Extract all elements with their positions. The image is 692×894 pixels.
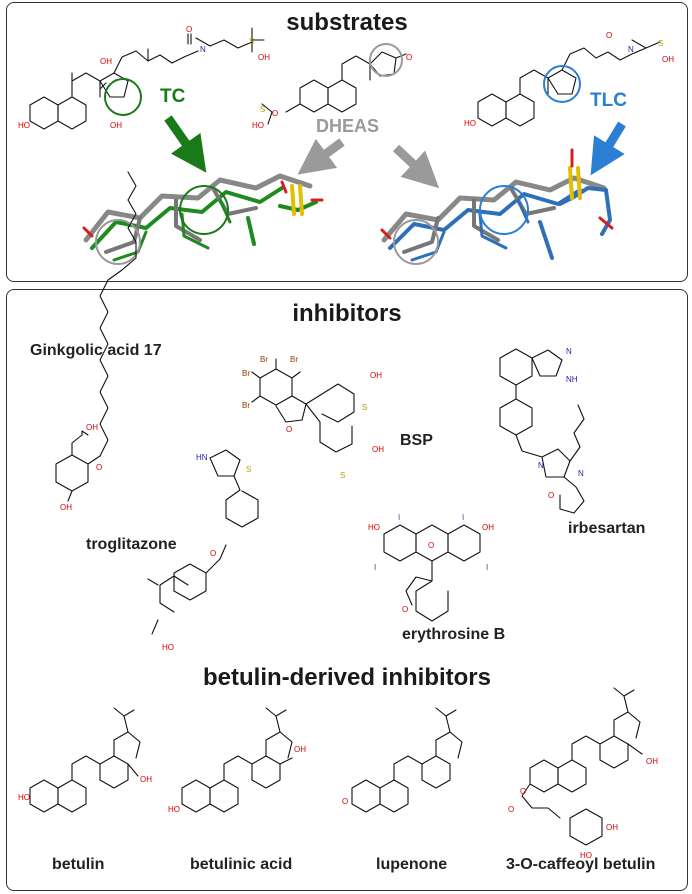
bsp-s-atom-2: S [340,471,345,480]
irbesartan-n-atom-3: N [578,469,584,478]
betulinic-acid-structure [181,707,293,813]
lupenone-label: lupenone [376,856,448,873]
erythrosine-i-atom-4: I [486,563,488,572]
tc-arrow [164,115,207,173]
erythrosine-oh-atom: OH [482,523,494,532]
dheas-ho-atom: HO [252,121,264,130]
tlc-ho-atom: HO [464,119,476,128]
dheas-s-atom: S [260,105,265,114]
tc-oh-atom-2: OH [110,121,122,130]
tc-o-atom: O [186,25,192,34]
erythrosine-i-atom-2: I [462,513,464,522]
bsp-br-atom-2: Br [290,355,298,364]
tc-oh-atom-3: OH [258,53,270,62]
ginkgolic-acid-label: Ginkgolic acid 17 [30,342,162,359]
bsp-label: BSP [400,432,433,449]
betulin-label: betulin [52,856,105,873]
erythrosine-o-atom-2: O [402,605,408,614]
dheas-o-atom-2: O [272,109,278,118]
irbesartan-o-atom: O [548,491,554,500]
troglitazone-hn-atom: HN [196,453,208,462]
substrates-panel: substrates [6,2,688,282]
caffeoyl-o-atom-2: O [508,805,514,814]
tlc-dheas-overlay [380,148,614,265]
tlc-oh-atom: OH [662,55,674,64]
bsp-structure [251,358,355,453]
tc-ho-atom: HO [18,121,30,130]
bsp-oh-atom-2: OH [372,445,384,454]
troglitazone-o-atom: O [210,549,216,558]
erythrosine-b-structure [383,524,481,622]
tlc-label: TLC [590,90,627,111]
tc-structure [29,27,265,130]
substrates-title: substrates [286,9,408,36]
tc-n-atom: N [200,45,206,54]
betulin-structure [29,707,141,813]
ginkgolic-oh-atom-2: OH [60,503,72,512]
dheas-o-atom: O [406,53,412,62]
caffeoyl-betulin-label: 3-O-caffeoyl betulin [506,856,656,873]
erythrosine-i-atom-1: I [398,513,400,522]
tlc-arrow [590,121,626,176]
irbesartan-nh-atom: NH [566,375,578,384]
ginkgolic-oh-atom: OH [86,423,98,432]
erythrosine-i-atom-3: I [374,563,376,572]
bsp-o-atom: O [286,425,292,434]
dheas-structure [261,43,407,125]
caffeoyl-ho-atom: HO [580,851,592,860]
betulinic-acid-ho-atom: HO [168,805,180,814]
lupenone-structure [351,707,463,813]
bsp-br-atom-3: Br [242,369,250,378]
erythrosine-o-atom: O [428,541,434,550]
betulinic-acid-label: betulinic acid [190,856,293,873]
caffeoyl-o-atom: O [520,787,526,796]
troglitazone-label: troglitazone [86,536,177,553]
troglitazone-ho-atom: HO [162,643,174,652]
erythrosine-ho-atom: HO [368,523,380,532]
irbesartan-n-atom-2: N [538,461,544,470]
dheas-label: DHEAS [316,116,380,136]
dheas-arrow-left [297,138,345,175]
tc-s-atom: S [249,37,254,46]
tlc-structure [477,39,661,127]
inhibitors-title: inhibitors [292,300,402,327]
caffeoyl-oh-atom-2: OH [646,757,658,766]
caffeoyl-betulin-structure [521,687,643,846]
tlc-s-atom: S [658,39,663,48]
ginkgolic-o-atom: O [96,463,102,472]
lupenone-o-atom: O [342,797,348,806]
tlc-n-atom: N [628,45,634,54]
bsp-br-atom-1: Br [260,355,268,364]
betulinic-acid-oh-atom: OH [294,745,306,754]
troglitazone-s-atom: S [246,465,251,474]
bsp-br-atom-4: Br [242,401,250,410]
betulin-ho-atom: HO [18,793,30,802]
tc-oh-atom-1: OH [100,57,112,66]
ginkgolic-acid-structure [55,171,137,502]
irbesartan-structure [499,348,585,514]
irbesartan-label: irbesartan [568,520,646,537]
tc-dheas-overlay [82,173,324,265]
bsp-s-atom: S [362,403,367,412]
tlc-o-atom: O [606,31,612,40]
troglitazone-structure [147,449,259,635]
betulin-derived-title: betulin-derived inhibitors [202,664,491,691]
dheas-arrow-right [392,144,440,189]
erythrosine-b-label: erythrosine B [402,626,506,643]
irbesartan-n-atom-1: N [566,347,572,356]
betulin-oh-atom: OH [140,775,152,784]
tc-label: TC [160,86,186,107]
caffeoyl-oh-atom: OH [606,823,618,832]
bsp-oh-atom: OH [370,371,382,380]
